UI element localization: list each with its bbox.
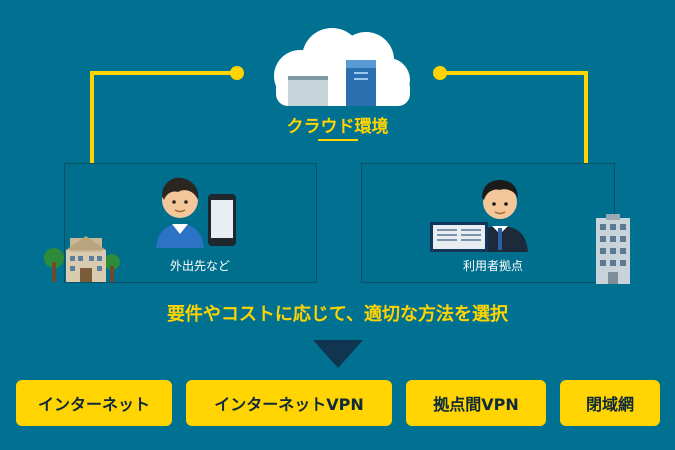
selection-tagline: 要件やコストに応じて、適切な方法を選択 bbox=[166, 304, 509, 325]
office-building-icon bbox=[596, 214, 630, 284]
down-arrow-icon bbox=[313, 340, 363, 368]
option-closed-network: 閉域網 bbox=[560, 380, 660, 426]
option-internet: インターネット bbox=[16, 380, 172, 426]
option-internet-vpn: インターネットVPN bbox=[186, 380, 392, 426]
cloud-label: クラウド環境 bbox=[286, 117, 389, 137]
person-smartphone-icon bbox=[156, 177, 236, 248]
cloud-label-underline bbox=[318, 139, 358, 141]
connector-dot-cloud-right bbox=[433, 66, 447, 80]
server-icon bbox=[288, 76, 328, 106]
connector-dot-cloud-left bbox=[230, 66, 244, 80]
office-worker-icon bbox=[430, 180, 528, 252]
user-site-label: 利用者拠点 bbox=[462, 259, 523, 273]
cloud-icon bbox=[274, 28, 410, 106]
building-icon bbox=[44, 236, 120, 282]
option-site-to-site-vpn: 拠点間VPN bbox=[406, 380, 546, 426]
remote-location-label: 外出先など bbox=[169, 259, 230, 273]
